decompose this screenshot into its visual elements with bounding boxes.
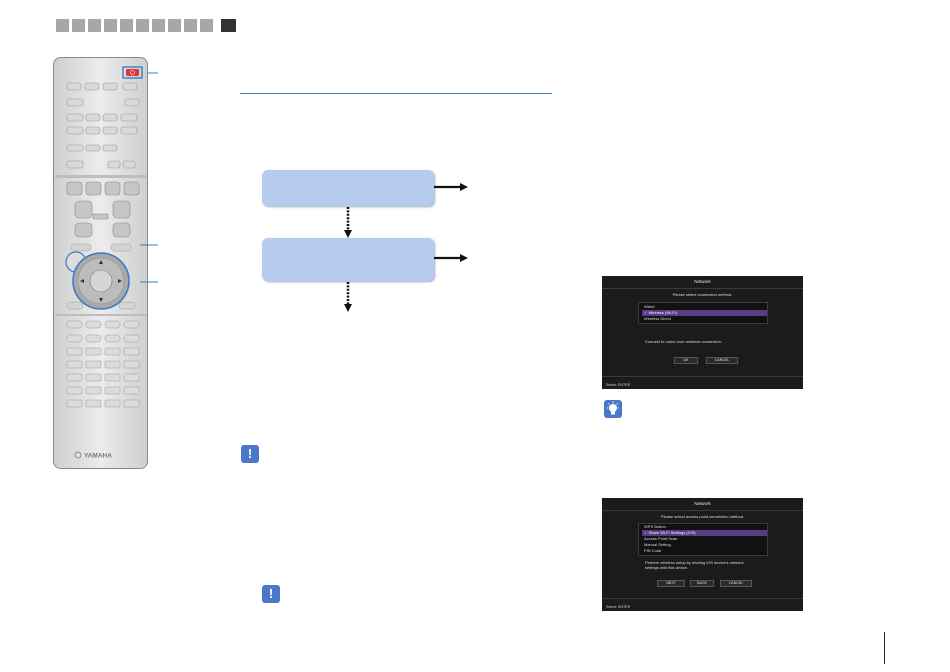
header-block — [120, 19, 133, 32]
remote-control-illustration: YAMAHA — [53, 57, 148, 469]
option-share-wifi-settings[interactable]: ✓ Share Wi-Fi Settings (iOS) — [642, 530, 767, 536]
remote-leader-lines — [140, 72, 158, 283]
screen-footer-divider — [602, 376, 803, 377]
screen-footer: Select: ENTER — [606, 605, 631, 609]
header-block — [136, 19, 149, 32]
back-button[interactable]: BACK — [690, 580, 714, 587]
exclamation-icon: ! — [241, 445, 259, 463]
header-block — [72, 19, 85, 32]
remote-brand-logo: YAMAHA — [84, 453, 112, 460]
flow-step-box-2 — [262, 238, 434, 281]
access-point-method-list: WPS Button ✓ Share Wi-Fi Settings (iOS) … — [638, 523, 768, 556]
header-block — [152, 19, 165, 32]
option-pin-code[interactable]: PIN Code — [644, 548, 662, 553]
screen-title-divider — [602, 288, 803, 289]
connection-method-list: Wired ✓ Wireless (Wi-Fi) Wireless Direct — [638, 302, 768, 324]
lightbulb-icon — [604, 400, 622, 418]
exclamation-icon: ! — [262, 585, 280, 603]
screen-title-divider — [602, 510, 803, 511]
screen-description-line-1: Perform wireless setup by sharing iOS de… — [645, 560, 744, 565]
next-button[interactable]: NEXT — [657, 580, 685, 587]
flow-step-box-1 — [262, 170, 434, 206]
ok-button[interactable]: OK — [674, 357, 698, 364]
header-block — [184, 19, 197, 32]
cancel-button[interactable]: CANCEL — [720, 580, 752, 587]
flow-arrows — [344, 183, 468, 312]
screen-footer: Select: ENTER — [606, 383, 631, 387]
screen-prompt: Please select connection method. — [672, 292, 733, 297]
screen-description: Connect to router over wireless connecti… — [645, 339, 722, 344]
screen-prompt: Please select access point connection me… — [660, 514, 745, 519]
option-manual-setting[interactable]: Manual Setting — [644, 542, 671, 547]
header-block — [104, 19, 117, 32]
section-rule — [240, 93, 552, 94]
header-block — [88, 19, 101, 32]
screen-footer-divider — [602, 598, 803, 599]
page-edge-marker — [884, 632, 885, 664]
option-wps-button[interactable]: WPS Button — [644, 524, 666, 529]
option-wired[interactable]: Wired — [644, 304, 655, 309]
header-block-active — [221, 19, 236, 32]
option-access-point-scan[interactable]: Access Point Scan — [644, 536, 678, 541]
header-block — [200, 19, 213, 32]
network-connection-screen: Network Please select connection method.… — [602, 276, 803, 389]
cancel-button[interactable]: CANCEL — [706, 357, 738, 364]
option-wireless-direct[interactable]: Wireless Direct — [644, 316, 671, 321]
header-block — [168, 19, 181, 32]
option-wireless-wifi[interactable]: ✓ Wireless (Wi-Fi) — [642, 310, 767, 316]
header-block — [56, 19, 69, 32]
screen-title: Network — [694, 279, 711, 284]
screen-title: Network — [694, 501, 711, 506]
screen-description-line-2: settings with this device. — [645, 565, 689, 570]
access-point-method-screen: Network Please select access point conne… — [602, 498, 803, 611]
